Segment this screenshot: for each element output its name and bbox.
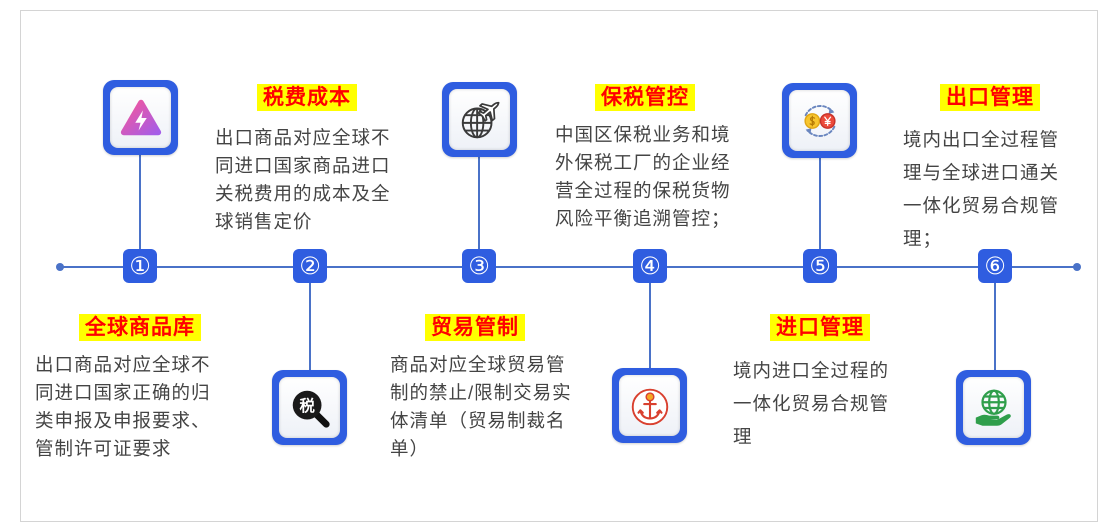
tax-glyph: 税: [299, 396, 315, 414]
step-description: 境内进口全过程的 一体化贸易合规管 理: [733, 354, 889, 453]
step-description: 出口商品对应全球不 同进口国家正确的归 类申报及申报要求、 管制许可证要求: [35, 351, 211, 463]
icon-tile-inner: [449, 89, 510, 150]
description-line: 理；: [903, 228, 943, 249]
icon-tile: 税: [272, 370, 347, 445]
step-title-wrap: 全球商品库: [40, 314, 240, 342]
step-title-wrap: 保税管控: [545, 84, 745, 112]
step-title: 进口管理: [770, 314, 870, 341]
icon-tile: [612, 368, 687, 443]
description-line: 境内进口全过程的: [733, 360, 890, 381]
icon-tile-inner: [789, 90, 850, 151]
globe-hand-icon: [975, 389, 1011, 426]
description-line: 同进口国家正确的归: [35, 382, 211, 403]
description-line: 营全过程的保税货物: [555, 180, 731, 201]
description-line: 理: [733, 426, 753, 447]
description-line: 中国区保税业务和境: [555, 124, 731, 145]
diagram-frame: [20, 10, 1098, 522]
anchor-seal-icon: [631, 388, 668, 425]
description-line: 出口商品对应全球不: [35, 354, 211, 375]
step-description: 境内出口全过程管 理与全球进口通关 一体化贸易合规管 理；: [903, 123, 1059, 255]
description-line: 球销售定价: [215, 211, 313, 232]
step-title: 税费成本: [257, 84, 357, 111]
description-line: 一体化贸易合规管: [903, 195, 1060, 216]
icon-tile-inner: [110, 87, 171, 148]
description-line: 风险平衡追溯管控；: [555, 208, 731, 229]
description-line: 关税费用的成本及全: [215, 183, 391, 204]
step-marker-3: ③: [462, 249, 496, 283]
step-title: 贸易管制: [425, 314, 525, 341]
icon-tile-inner: 税: [279, 377, 340, 438]
step-title: 全球商品库: [79, 314, 201, 341]
connector-line: [309, 282, 311, 374]
description-line: 出口商品对应全球不: [215, 127, 391, 148]
axis-end-dot: [1073, 263, 1081, 271]
step-marker-2: ②: [293, 249, 327, 283]
description-line: 单）: [390, 438, 430, 459]
axis-start-dot: [56, 263, 64, 271]
step-description: 中国区保税业务和境 外保税工厂的企业经 营全过程的保税货物 风险平衡追溯管控；: [555, 121, 731, 233]
connector-line: [819, 152, 821, 250]
step-description: 商品对应全球贸易管 制的禁止/限制交易实 体清单（贸易制裁名 单）: [390, 351, 572, 463]
description-line: 同进口国家商品进口: [215, 155, 391, 176]
lightning-triangle-icon: [120, 99, 161, 135]
step-marker-6: ⑥: [978, 249, 1012, 283]
description-line: 理与全球进口通关: [903, 162, 1060, 183]
connector-line: [994, 282, 996, 374]
step-description: 出口商品对应全球不 同进口国家商品进口 关税费用的成本及全 球销售定价: [215, 124, 391, 236]
step-title-wrap: 进口管理: [720, 314, 920, 342]
icon-tile: [442, 82, 517, 157]
icon-tile-inner: [963, 377, 1024, 438]
connector-line: [649, 282, 651, 372]
step-title-wrap: 贸易管制: [375, 314, 575, 342]
description-line: 一体化贸易合规管: [733, 393, 890, 414]
description-line: 外保税工厂的企业经: [555, 152, 731, 173]
timeline-axis: [59, 266, 1078, 268]
icon-tile: [103, 80, 178, 155]
step-title: 保税管控: [595, 84, 695, 111]
step-marker-1: ①: [123, 249, 157, 283]
tax-magnifier-icon: 税: [292, 390, 330, 428]
step-marker-5: ⑤: [803, 249, 837, 283]
step-title-wrap: 税费成本: [207, 84, 407, 112]
description-line: 体清单（贸易制裁名: [390, 410, 566, 431]
description-line: 制的禁止/限制交易实: [390, 382, 572, 403]
icon-tile: [782, 83, 857, 158]
description-line: 管制许可证要求: [35, 438, 172, 459]
step-marker-4: ④: [633, 249, 667, 283]
connector-line: [139, 150, 141, 250]
connector-line: [478, 152, 480, 250]
icon-tile-inner: [619, 375, 680, 436]
step-title-wrap: 出口管理: [890, 84, 1090, 112]
description-line: 境内出口全过程管: [903, 129, 1060, 150]
globe-airplane-icon: [461, 101, 499, 138]
step-title: 出口管理: [940, 84, 1040, 111]
currency-exchange-icon: [803, 104, 836, 137]
icon-tile: [956, 370, 1031, 445]
description-line: 商品对应全球贸易管: [390, 354, 566, 375]
description-line: 类申报及申报要求、: [35, 410, 211, 431]
